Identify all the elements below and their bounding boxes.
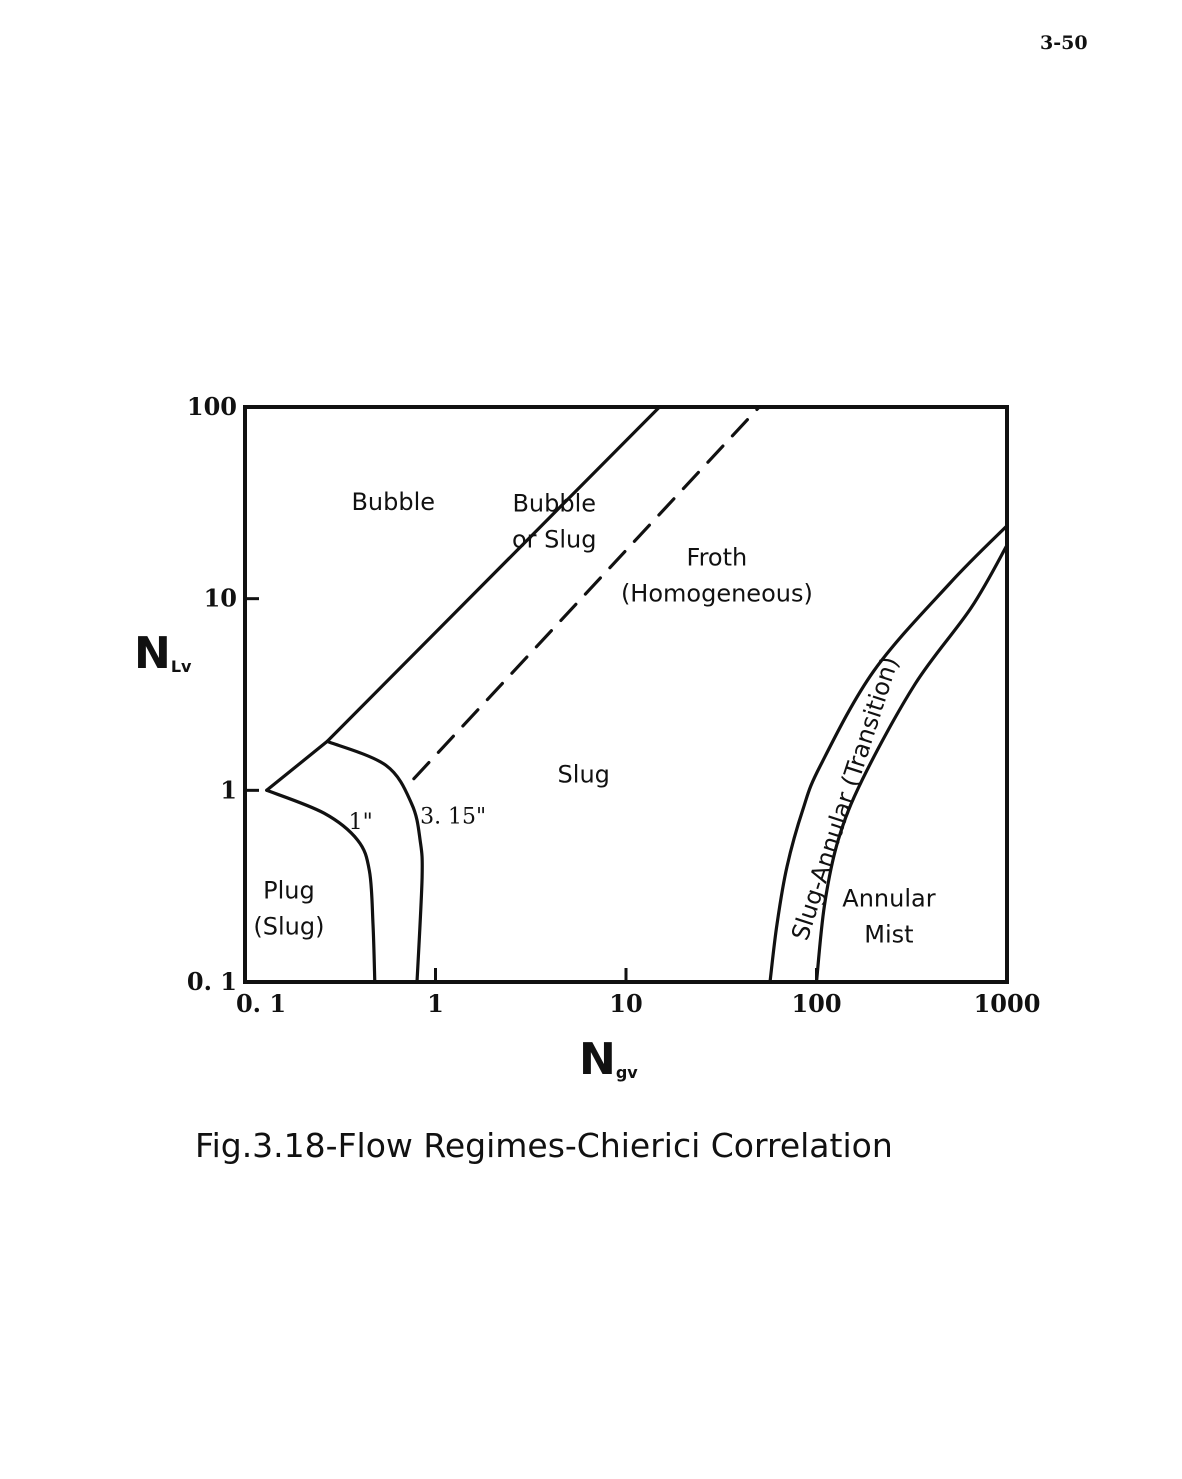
- y-tick-label: 100: [187, 392, 237, 421]
- x-axis-title-main: N: [579, 1034, 616, 1085]
- x-tick-label: 1: [427, 989, 444, 1018]
- x-axis-title: Ngv: [579, 1034, 638, 1085]
- region-label-line: Mist: [864, 920, 913, 948]
- region-label: Slug: [558, 760, 610, 788]
- x-tick-label: 0. 1: [236, 989, 286, 1018]
- curve-label: 1": [349, 810, 373, 835]
- region-label-line: (Slug): [253, 912, 324, 940]
- y-axis-title: NLv: [134, 628, 192, 679]
- y-axis-title-sub: Lv: [171, 657, 192, 676]
- x-axis-title-sub: gv: [616, 1063, 638, 1082]
- region-label-line: or Slug: [512, 525, 597, 553]
- region-label-line: Slug: [558, 760, 610, 788]
- region-label-line: Plug: [263, 876, 315, 904]
- region-label: Froth (Homogeneous): [621, 543, 813, 607]
- region-label-line: Froth: [687, 543, 748, 571]
- y-tick-label: 1: [220, 775, 237, 804]
- region-label-line: (Homogeneous): [621, 579, 813, 607]
- region-label: Plug (Slug): [253, 876, 324, 940]
- y-tick-label: 10: [204, 584, 237, 613]
- figure-caption: Fig.3.18-Flow Regimes-Chierici Correlati…: [195, 1126, 955, 1165]
- boundary-line-0: [267, 407, 660, 790]
- region-label: Bubble: [351, 488, 435, 516]
- region-label-line: Bubble: [512, 489, 596, 517]
- x-tick-label: 1000: [974, 989, 1041, 1018]
- curve-label: 3. 15": [420, 805, 486, 830]
- region-label-line: Annular: [842, 884, 935, 912]
- y-axis-title-main: N: [134, 628, 171, 679]
- region-label-line: Bubble: [351, 488, 435, 516]
- y-tick-label: 0. 1: [187, 967, 237, 996]
- x-tick-label: 10: [609, 989, 642, 1018]
- x-tick-label: 100: [791, 989, 841, 1018]
- region-label: Bubble or Slug: [512, 489, 597, 553]
